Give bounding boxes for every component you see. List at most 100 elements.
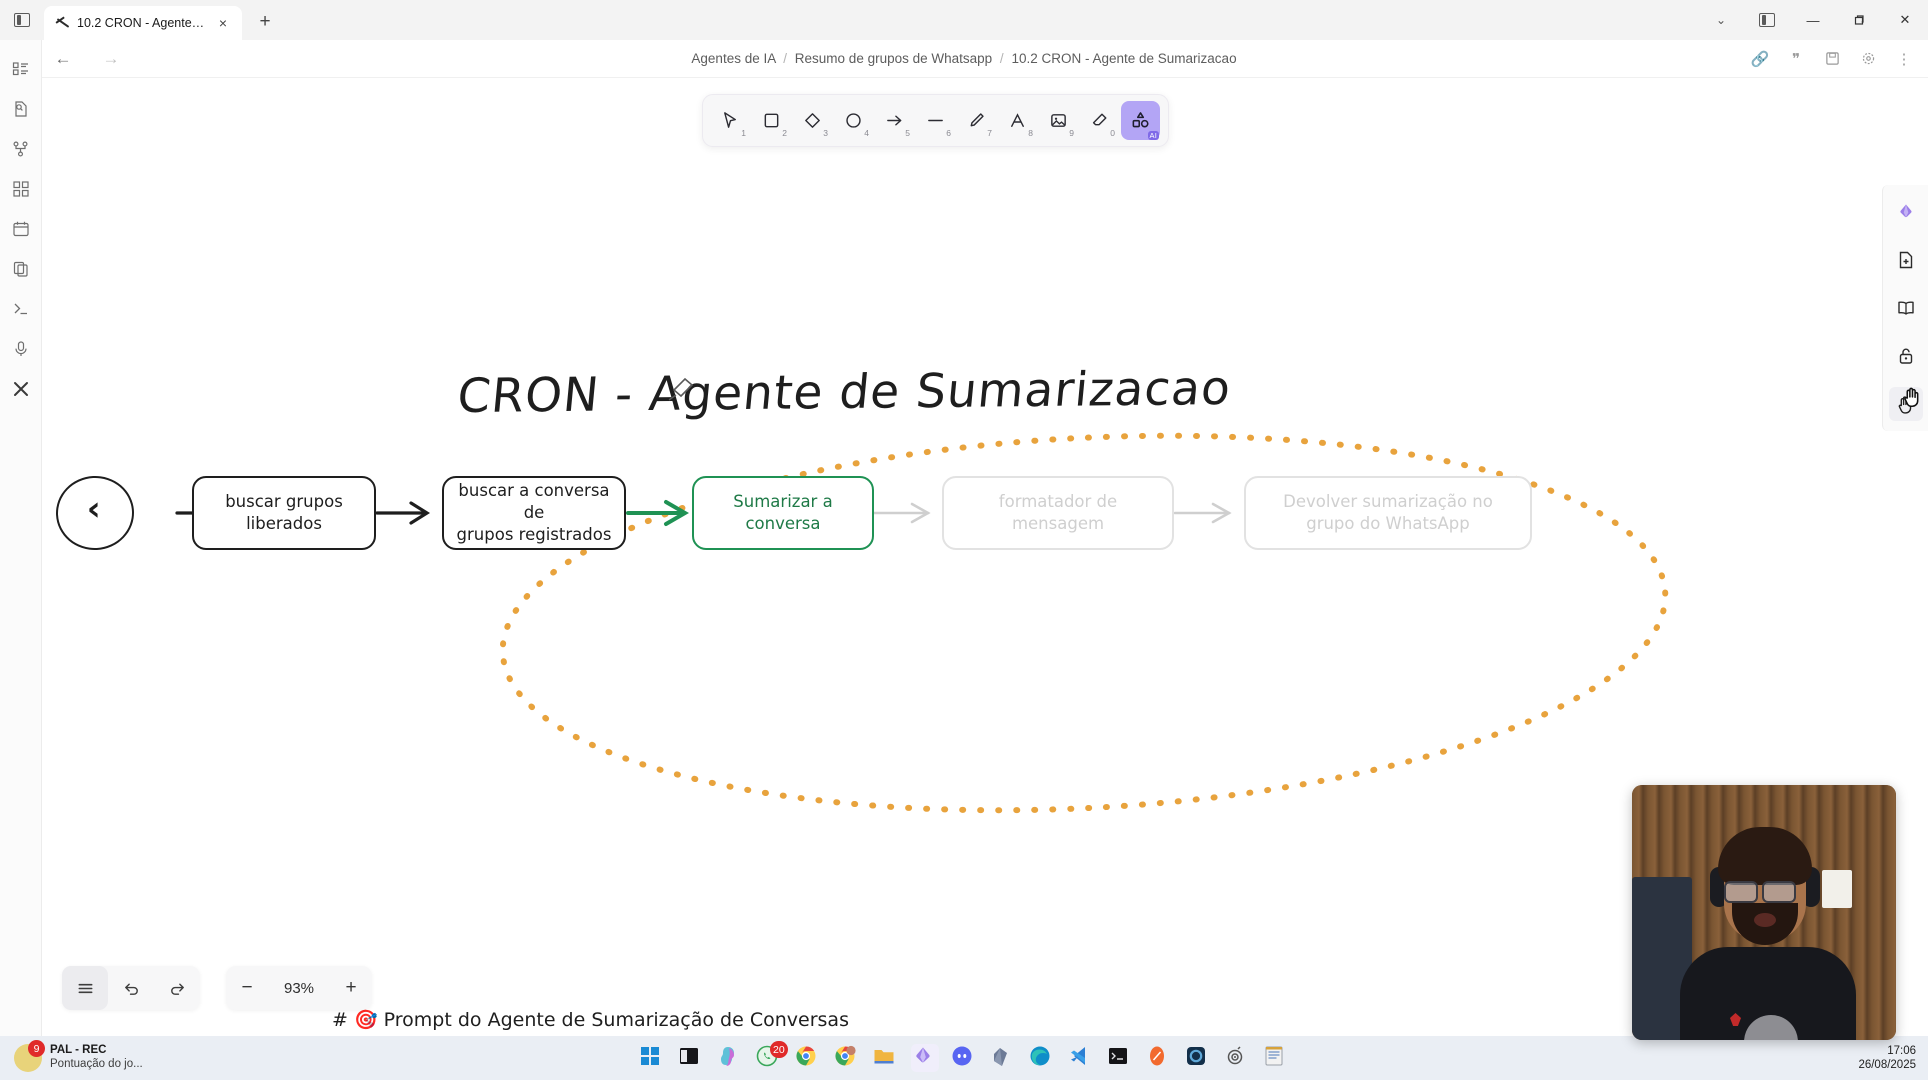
quote-icon[interactable]: ❞ [1791,50,1801,68]
node-formatador-de-mensagem[interactable]: formatador de mensagem [942,476,1174,550]
redo-icon[interactable] [154,966,200,1010]
selection-tool[interactable]: 1 [711,101,750,140]
close-button[interactable]: ✕ [1899,12,1911,27]
zoom-out-button[interactable]: − [241,977,253,998]
start-node-glyph: ‹ [86,489,101,530]
text-tool[interactable]: 8 [998,101,1037,140]
taskbar-notification-app[interactable]: 9 PAL - REC Pontuação do jo... [14,1040,143,1072]
tab-close-button[interactable]: × [218,15,228,31]
rectangle-tool[interactable]: 2 [752,101,791,140]
tool-shortcut: 4 [864,128,869,138]
chrome-profile-icon[interactable] [833,1044,861,1072]
line-tool[interactable]: 6 [916,101,955,140]
sidebar-toggle-button[interactable] [0,0,44,40]
calendar-icon[interactable] [6,214,36,244]
tool-shortcut: 1 [741,128,746,138]
minimize-button[interactable]: — [1806,12,1820,28]
zoom-level-value[interactable]: 93% [283,979,315,997]
webcam-glasses-right [1762,881,1796,903]
zoom-in-button[interactable]: + [345,977,357,998]
edge-icon[interactable] [1028,1044,1056,1072]
caption-prompt-heading[interactable]: # 🎯 Prompt do Agente de Sumarização de C… [332,1009,849,1031]
windows-start-icon[interactable] [638,1044,666,1072]
tab-excalidraw[interactable]: 10.2 CRON - Agente d... × [44,6,242,40]
new-page-icon[interactable] [1889,243,1923,277]
vscode-icon[interactable] [1067,1044,1095,1072]
split-pane-icon [1759,13,1775,27]
draw-tool[interactable]: 7 [957,101,996,140]
breadcrumb-item-1[interactable]: Resumo de grupos de Whatsapp [794,51,993,66]
arrow-tool[interactable]: 5 [875,101,914,140]
more-vertical-icon[interactable]: ⋮ [1896,50,1912,68]
arrow-connectors-faded [872,502,1232,524]
book-icon[interactable] [1889,291,1923,325]
dashboard-list-icon[interactable] [6,54,36,84]
webcam-shirt-logo [1730,1013,1741,1026]
tool-shortcut: 9 [1069,128,1074,138]
diamond-tool[interactable]: 3 [793,101,832,140]
breadcrumb-separator: / [783,51,788,66]
eraser-tool[interactable]: 0 [1080,101,1119,140]
notepad-icon[interactable] [1262,1044,1290,1072]
chrome-icon[interactable] [794,1044,822,1072]
excalidraw-gem-icon[interactable] [911,1044,939,1072]
terminal-icon[interactable] [6,294,36,324]
maximize-button[interactable] [1836,0,1882,40]
copy-pages-icon[interactable] [6,254,36,284]
shape-generator-tool[interactable]: AI [1121,101,1160,140]
node-label: Devolver sumarização no grupo do WhatsAp… [1283,491,1493,533]
excalidraw-icon [56,16,70,30]
terminal-app-icon[interactable] [1106,1044,1134,1072]
back-button[interactable]: ← [54,48,72,68]
sidebar-panel-icon [14,13,30,27]
new-tab-button[interactable]: + [259,11,271,32]
whatsapp-icon[interactable]: 20 [755,1041,788,1072]
link-icon[interactable]: 🔗 [1750,50,1770,68]
canvas-bottom-controls: − 93% + [62,966,372,1010]
folder-icon[interactable] [872,1044,900,1072]
chevron-down-icon[interactable]: ⌄ [1715,13,1727,27]
save-icon[interactable] [1822,49,1842,69]
breadcrumb: Agentes de IA / Resumo de grupos de What… [691,51,1236,66]
unlock-icon[interactable] [1889,339,1923,373]
document-search-icon[interactable] [6,94,36,124]
node-buscar-grupos-liberados[interactable]: buscar grupos liberados [192,476,376,550]
taskbar-app-icons: 20 [638,1041,1290,1072]
webcam-glasses-left [1724,881,1758,903]
discord-icon[interactable] [950,1044,978,1072]
notification-badge: 9 [28,1040,45,1057]
hamburger-menu-icon[interactable] [62,966,108,1010]
breadcrumb-item-2[interactable]: 10.2 CRON - Agente de Sumarizacao [1011,51,1237,66]
tool-shortcut: 7 [987,128,992,138]
copilot-icon[interactable] [716,1044,744,1072]
pal-rec-icon: 9 [14,1040,45,1072]
node-devolver-sumarizacao[interactable]: Devolver sumarização no grupo do WhatsAp… [1244,476,1532,550]
tool-shortcut: 5 [905,128,910,138]
breadcrumb-item-0[interactable]: Agentes de IA [691,51,776,66]
image-tool[interactable]: 9 [1039,101,1078,140]
excalidraw-icon[interactable] [6,374,36,404]
microphone-icon[interactable] [6,334,36,364]
grid-apps-icon[interactable] [6,174,36,204]
taskbar-clock[interactable]: 17:06 26/08/2025 [1858,1044,1916,1073]
file-explorer-dark-icon[interactable] [677,1044,705,1072]
settings-icon[interactable] [1858,49,1878,69]
blue-circle-app-icon[interactable] [1184,1044,1212,1072]
highlight-ellipse [499,432,1669,814]
webcam-person-hair [1718,827,1812,885]
spiral-app-icon[interactable] [1223,1044,1251,1072]
excalidraw-canvas[interactable]: CRON - Agente de Sumarizacao [42,78,1882,1038]
clock-date: 26/08/2025 [1858,1059,1916,1071]
undo-icon[interactable] [108,966,154,1010]
ellipse-tool[interactable]: 4 [834,101,873,140]
forward-button[interactable]: → [102,48,120,68]
node-buscar-conversa-grupos-registrados[interactable]: buscar a conversa de grupos registrados [442,476,626,550]
node-sumarizar-a-conversa[interactable]: Sumarizar a conversa [692,476,874,550]
obsidian-icon[interactable] [989,1044,1017,1072]
orange-app-icon[interactable] [1145,1044,1173,1072]
split-pane-button[interactable] [1744,0,1790,40]
webcam-note [1822,870,1852,908]
windows-taskbar: 9 PAL - REC Pontuação do jo... 20 [0,1036,1928,1080]
excalidraw-gem-icon[interactable] [1889,195,1923,229]
git-branch-icon[interactable] [6,134,36,164]
